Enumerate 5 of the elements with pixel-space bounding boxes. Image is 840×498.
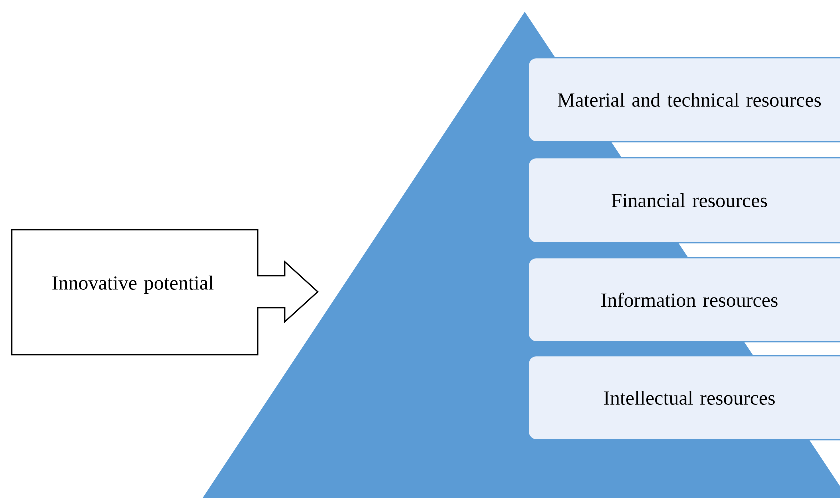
resource-box: Information resources [528,257,840,343]
resource-box: Intellectual resources [528,355,840,441]
resource-box: Financial resources [528,157,840,244]
resource-box: Material and technical resources [528,57,840,143]
arrow-callout: Innovative potential [11,229,319,356]
